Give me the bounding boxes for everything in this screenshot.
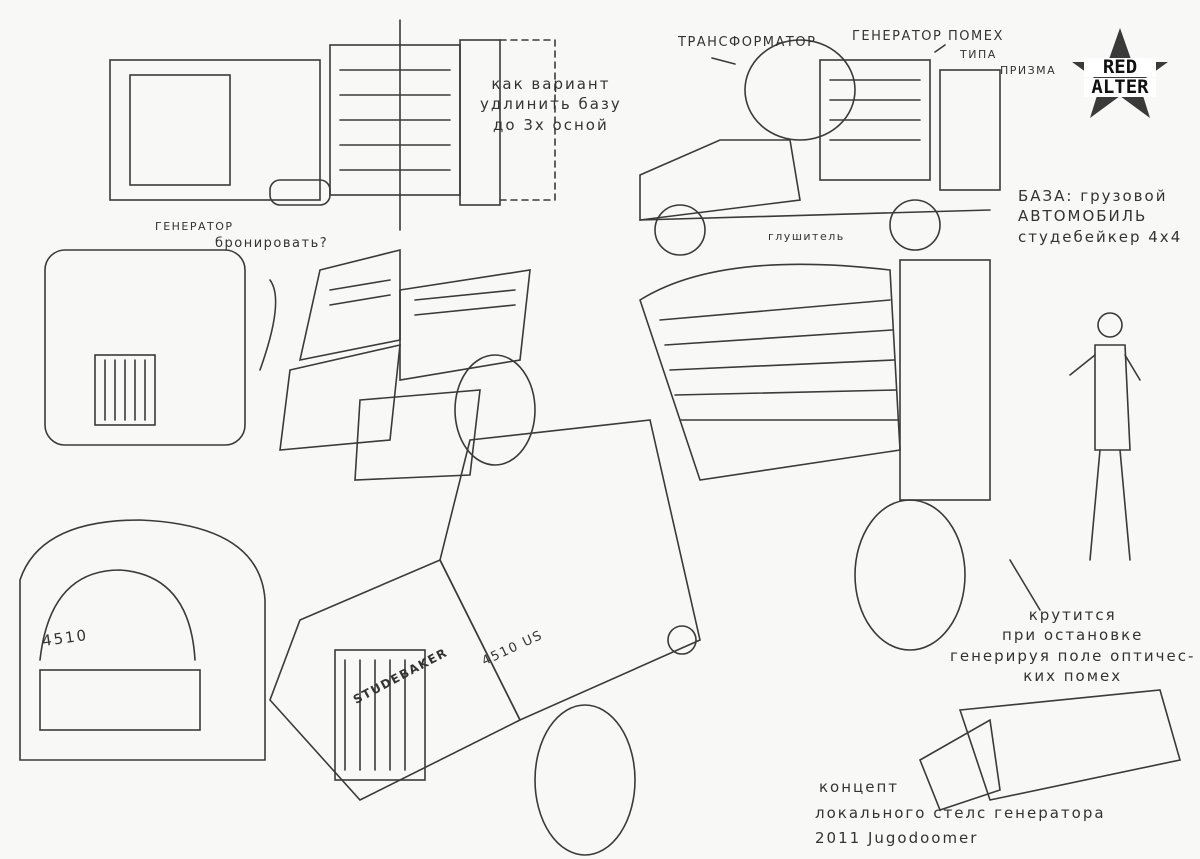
note-jammer-3: ПРИЗМА [1000, 64, 1057, 77]
armor-panel-sketch [279, 248, 531, 481]
note-jammer-2: ТИПА [960, 48, 997, 61]
note-muffler: глушитель [768, 230, 845, 243]
red-alter-logo: RED ALTER [1072, 28, 1168, 118]
logo-line-1: RED [1084, 58, 1156, 77]
truck-front-view-sketch [44, 249, 277, 446]
truck-side-view-sketch [639, 39, 1001, 256]
stealth-generator-concept-sketch [918, 689, 1182, 811]
note-jammer-1: ГЕНЕРАТОР ПОМЕХ [852, 29, 1004, 44]
logo-line-2: ALTER [1084, 78, 1156, 97]
truck-rear-view-sketch [19, 519, 266, 761]
main-truck-sketch [269, 259, 1041, 856]
truck-top-view-sketch [109, 19, 556, 231]
soldier-sketch [1069, 312, 1141, 561]
note-transformer: ТРАНСФОРМАТОР [678, 35, 817, 50]
